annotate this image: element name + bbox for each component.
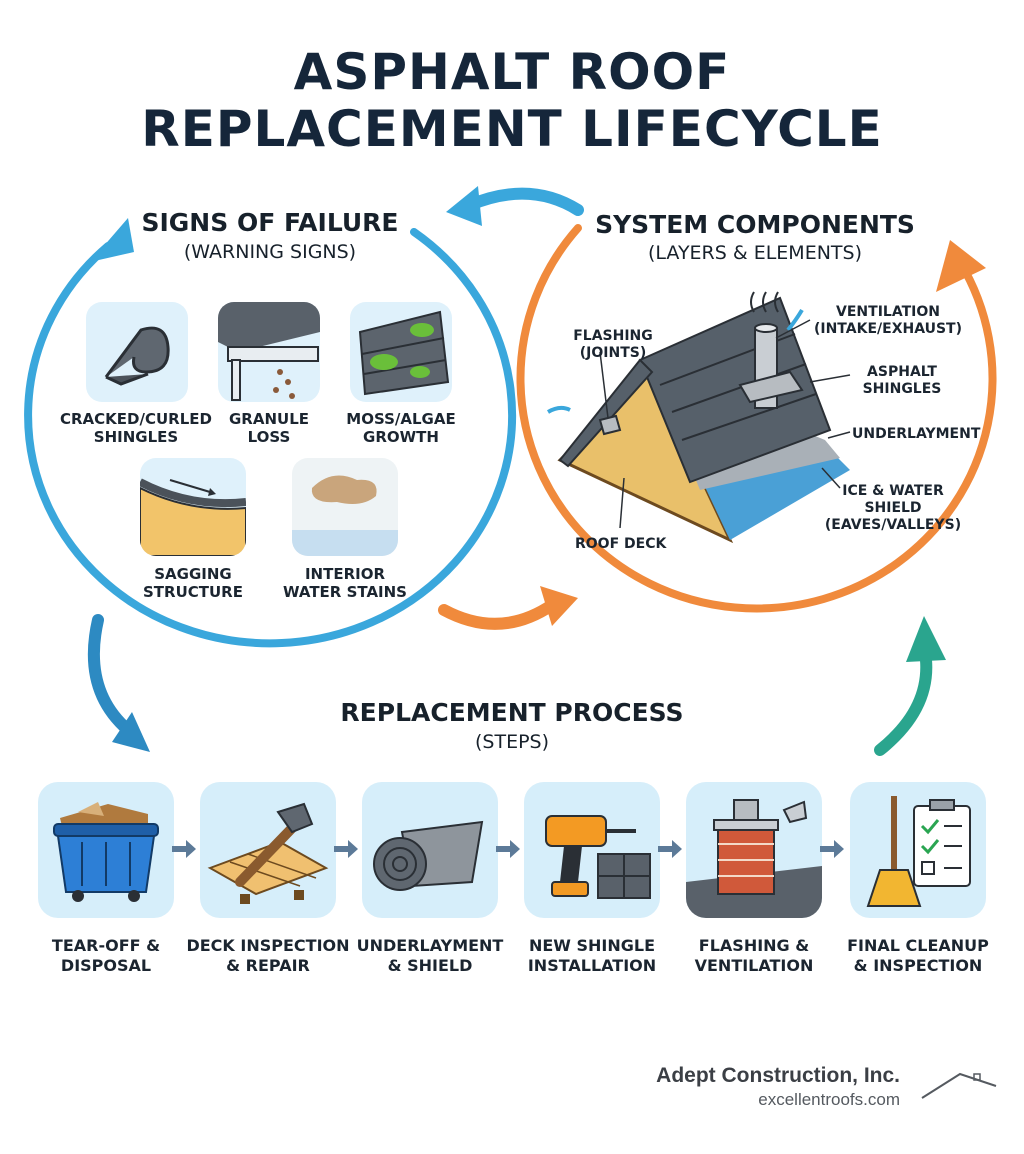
middle-cycle-arrow: [438, 599, 558, 630]
water-stain-icon: [292, 458, 398, 556]
company-website: excellentroofs.com: [758, 1090, 900, 1109]
top-cycle-arrow: [464, 187, 584, 216]
company-name: Adept Construction, Inc.: [656, 1064, 900, 1087]
roof-deck-label: ROOF DECK: [575, 536, 667, 552]
broom-checklist-icon: [850, 782, 986, 918]
process-section-subtitle: (STEPS): [474, 731, 549, 753]
components-ring-arrowhead: [936, 240, 986, 292]
curled-shingle-icon: [86, 302, 188, 402]
failure-section-subtitle: (WARNING SIGNS): [183, 241, 357, 263]
components-cycle-ring: [516, 224, 997, 613]
gutter-granules-icon: [218, 302, 320, 402]
page-title-line2: REPLACEMENT LIFECYCLE: [141, 100, 883, 158]
underlayment-roll-icon: [362, 782, 498, 918]
house-logo-icon: [921, 1072, 997, 1099]
up-cycle-arrow: [874, 654, 933, 756]
ventilation-label: VENTILATION(INTAKE/EXHAUST): [813, 304, 963, 337]
underlayment-label: UNDERLAYMENT: [852, 426, 981, 442]
failure-cycle-ring: [24, 228, 517, 648]
hammer-icon: [200, 782, 336, 918]
step-label-5: FLASHING &VENTILATION: [694, 936, 814, 975]
flashing-label: FLASHING(JOINTS): [573, 328, 653, 361]
moss-shingles-icon: [350, 302, 452, 402]
dumpster-icon: [38, 782, 174, 918]
components-section-subtitle: (LAYERS & ELEMENTS): [647, 242, 862, 264]
step-label-2: DECK INSPECTION& REPAIR: [186, 936, 350, 975]
step-label-1: TEAR-OFF &DISPOSAL: [51, 936, 161, 975]
step-label-6: FINAL CLEANUP& INSPECTION: [847, 936, 989, 975]
failure-ring-arrowhead: [90, 218, 134, 262]
step-connectors: [172, 840, 844, 858]
components-section-title: SYSTEM COMPONENTS: [595, 210, 915, 239]
failure-section-title: SIGNS OF FAILURE: [141, 208, 399, 237]
process-section-title: REPLACEMENT PROCESS: [340, 698, 684, 727]
roof-cross-section: [546, 291, 851, 544]
down-cycle-arrow: [87, 614, 134, 736]
page-title-line1: ASPHALT ROOF: [293, 43, 731, 101]
drill-icon: [524, 782, 660, 918]
flashing-icon: [598, 414, 622, 436]
step-label-3: UNDERLAYMENT& SHIELD: [356, 936, 504, 975]
chimney-icon: [686, 782, 822, 918]
sagging-roof-icon: [140, 458, 246, 556]
